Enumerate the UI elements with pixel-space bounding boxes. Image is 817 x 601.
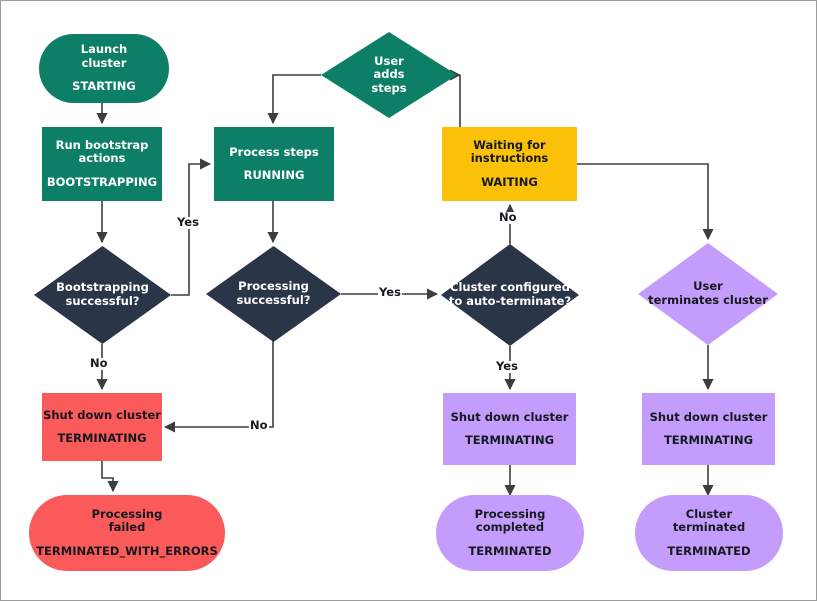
- node-launch-cluster[interactable]: Launch cluster STARTING: [39, 34, 169, 103]
- node-launch-cluster-state: STARTING: [72, 79, 136, 94]
- cluster-auto-terminate-diamond-shape: [441, 244, 579, 346]
- user-terminates-cluster-diamond-shape: [638, 243, 778, 345]
- node-shut-down-cluster-auto-state: TERMINATING: [464, 432, 555, 447]
- node-process-steps[interactable]: Process steps RUNNING: [214, 127, 334, 201]
- node-shut-down-cluster-user[interactable]: Shut down cluster TERMINATING: [642, 393, 775, 465]
- node-process-steps-state: RUNNING: [243, 167, 305, 182]
- node-processing-successful[interactable]: Processing successful?: [206, 246, 341, 342]
- node-user-adds-steps-title: User adds steps: [371, 53, 407, 95]
- node-cluster-terminated-state: TERMINATED: [667, 543, 751, 558]
- node-processing-failed-title: Processing failed: [91, 506, 163, 535]
- edge-label-yes-processing: Yes: [378, 285, 402, 299]
- edge-waiting-to-user-terminate: [577, 163, 714, 241]
- edge-label-yes-auto-terminate: Yes: [495, 359, 519, 373]
- node-shut-down-cluster-failed-state: TERMINATING: [57, 430, 147, 445]
- node-processing-failed-state: TERMINATED_WITH_ERRORS: [36, 543, 218, 558]
- edge-label-no-auto-terminate: No: [498, 210, 518, 224]
- node-shut-down-cluster-auto-title: Shut down cluster: [450, 409, 569, 424]
- node-processing-successful-title: Processing successful?: [236, 279, 311, 307]
- node-bootstrapping-successful-title: Bootstrapping successful?: [56, 280, 149, 308]
- edge-label-yes-bootstrapping: Yes: [176, 215, 200, 229]
- edge-label-no-processing: No: [249, 418, 269, 432]
- node-shut-down-cluster-auto[interactable]: Shut down cluster TERMINATING: [443, 393, 576, 465]
- node-run-bootstrap-actions[interactable]: Run bootstrap actions BOOTSTRAPPING: [42, 127, 162, 201]
- node-cluster-terminated[interactable]: Cluster terminated TERMINATED: [635, 495, 783, 571]
- node-processing-completed[interactable]: Processing completed TERMINATED: [436, 495, 584, 571]
- edge-bootstrap-yes: [171, 158, 212, 296]
- edge-processing-no: [163, 341, 274, 433]
- node-processing-failed[interactable]: Processing failed TERMINATED_WITH_ERRORS: [29, 495, 225, 571]
- user-adds-steps-diamond-shape: [321, 32, 457, 118]
- edge-label-no-bootstrapping: No: [89, 356, 109, 370]
- bootstrapping-successful-diamond-shape: [34, 246, 171, 344]
- node-launch-cluster-title: Launch cluster: [80, 42, 128, 70]
- node-user-adds-steps[interactable]: User adds steps: [321, 32, 457, 118]
- node-cluster-configured-auto-terminate-title: Cluster configured to auto-terminate?: [448, 280, 572, 308]
- node-shut-down-cluster-user-title: Shut down cluster: [649, 409, 768, 424]
- edge-red-shutdown-to-failed: [101, 461, 119, 493]
- node-user-terminates-cluster-title: User terminates cluster: [648, 279, 768, 307]
- node-shut-down-cluster-failed-title: Shut down cluster: [43, 407, 161, 422]
- node-waiting-for-instructions[interactable]: Waiting for instructions WAITING: [442, 127, 577, 201]
- node-run-bootstrap-actions-state: BOOTSTRAPPING: [46, 174, 158, 189]
- node-processing-completed-title: Processing completed: [474, 506, 546, 535]
- node-run-bootstrap-actions-title: Run bootstrap actions: [55, 137, 149, 166]
- node-shut-down-cluster-user-state: TERMINATING: [663, 432, 754, 447]
- node-processing-completed-state: TERMINATED: [468, 543, 552, 558]
- node-bootstrapping-successful[interactable]: Bootstrapping successful?: [34, 246, 171, 344]
- node-cluster-configured-auto-terminate[interactable]: Cluster configured to auto-terminate?: [441, 244, 579, 346]
- node-process-steps-title: Process steps: [229, 144, 319, 159]
- node-cluster-terminated-title: Cluster terminated: [672, 506, 746, 535]
- node-shut-down-cluster-failed[interactable]: Shut down cluster TERMINATING: [42, 393, 162, 461]
- node-waiting-for-instructions-state: WAITING: [481, 174, 538, 189]
- node-user-terminates-cluster[interactable]: User terminates cluster: [638, 243, 778, 345]
- node-waiting-for-instructions-title: Waiting for instructions: [470, 137, 549, 166]
- edge-user-adds-steps-to-process: [267, 74, 321, 125]
- processing-successful-diamond-shape: [206, 246, 341, 342]
